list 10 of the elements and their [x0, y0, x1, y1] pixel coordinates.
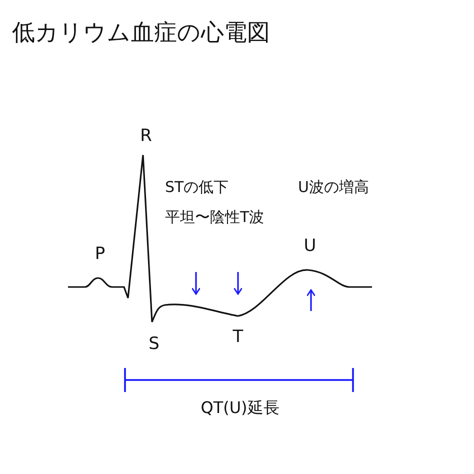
wave-label: R — [140, 128, 152, 145]
title: 低カリウム血症の心電図 — [12, 22, 270, 45]
wave-label: T — [232, 329, 244, 346]
wave-label: P — [94, 246, 106, 263]
annotation-text: U波の増高 — [298, 180, 369, 195]
interval-label: QT(U)延長 — [200, 400, 280, 416]
annotation-text: STの低下 — [165, 180, 229, 195]
annotation-text: 平坦〜陰性T波 — [165, 210, 264, 225]
wave-label: U — [304, 238, 316, 255]
wave-label: S — [148, 336, 160, 353]
